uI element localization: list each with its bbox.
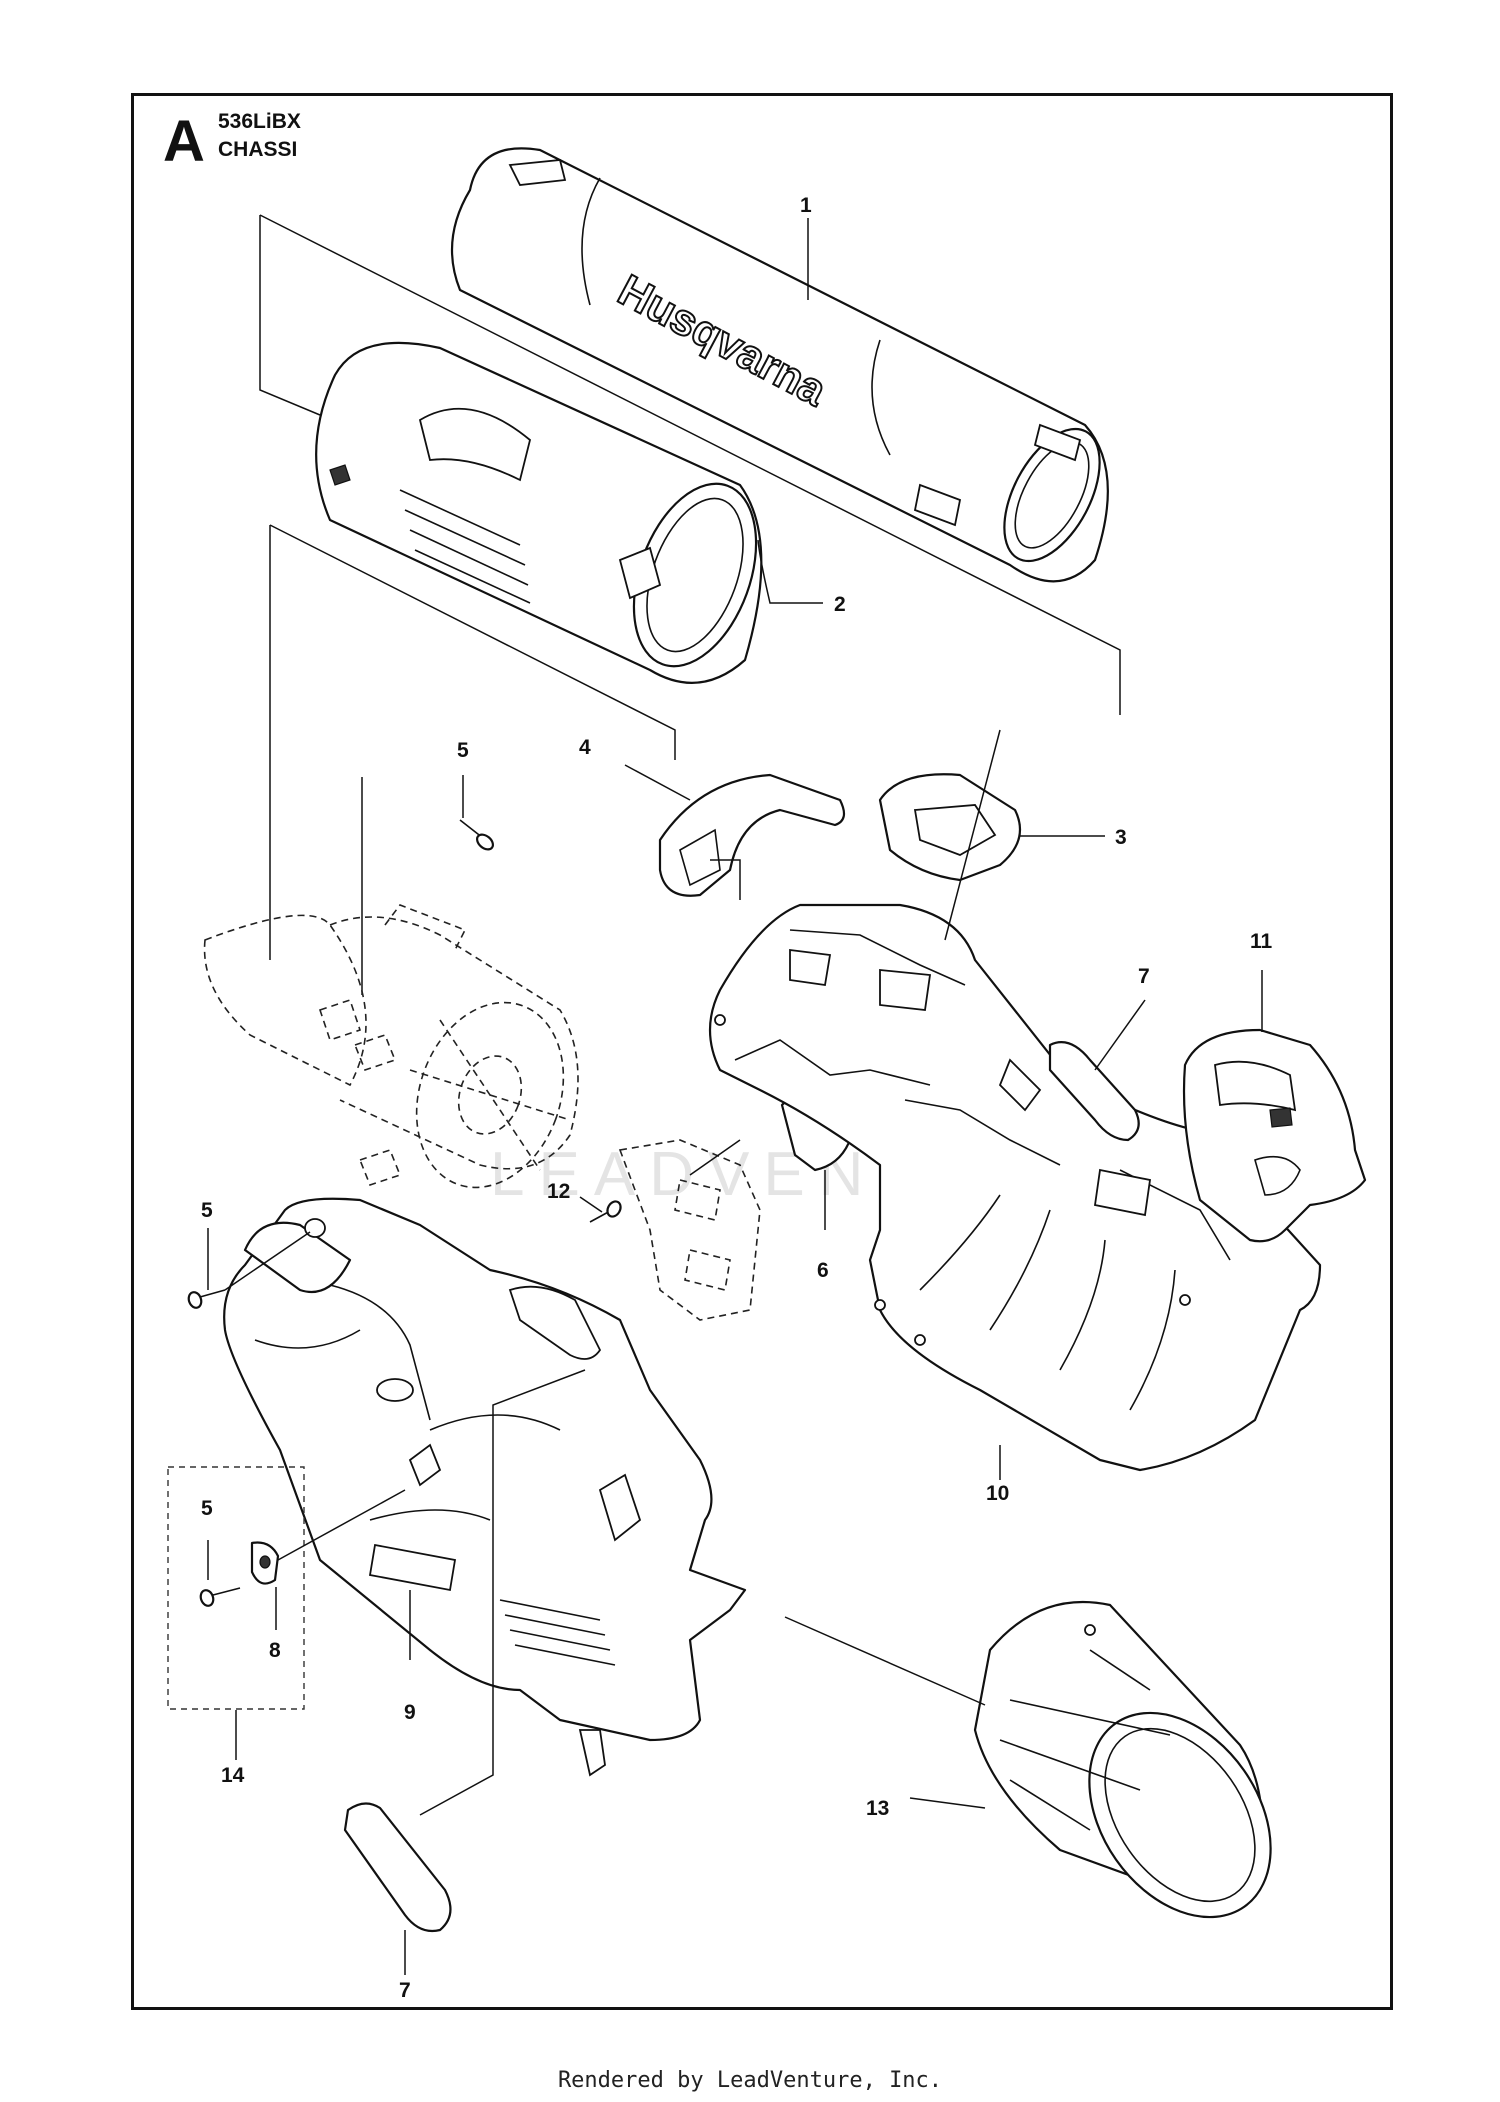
circuit-board-ghost <box>618 1139 761 1321</box>
part-7-inlay-lower[interactable] <box>343 1802 452 1933</box>
callout-12: 12 <box>547 1180 570 1203</box>
part-3-rear-grip[interactable] <box>878 773 1022 882</box>
part-12-screw[interactable] <box>589 1199 623 1223</box>
kit-14-box <box>167 1466 305 1710</box>
section-name: CHASSI <box>218 138 298 161</box>
diagram-frame <box>131 93 1393 2010</box>
callout-7-upper: 7 <box>1138 965 1150 988</box>
part-9-main-housing[interactable] <box>223 1197 747 1777</box>
footer-credit: Rendered by LeadVenture, Inc. <box>557 2068 943 2093</box>
callout-6: 6 <box>817 1259 829 1282</box>
part-4-front-grip[interactable] <box>658 773 846 900</box>
section-letter: A <box>163 109 205 174</box>
callout-8: 8 <box>269 1639 281 1662</box>
callout-4: 4 <box>579 736 591 759</box>
callout-5-left: 5 <box>201 1199 213 1222</box>
part-5-screw-top[interactable] <box>459 819 496 852</box>
part-7-inlay-upper[interactable] <box>1048 1041 1140 1142</box>
callout-10: 10 <box>986 1482 1009 1505</box>
part-1-blower-tube[interactable]: Husqvarna <box>450 147 1119 583</box>
callout-3: 3 <box>1115 826 1127 849</box>
motor-unit-ghost <box>203 904 579 1189</box>
callout-5-kit: 5 <box>201 1497 213 1520</box>
callout-5-top: 5 <box>457 739 469 762</box>
callout-11: 11 <box>1250 930 1273 953</box>
part-13-nozzle[interactable] <box>973 1600 1308 1951</box>
callout-2: 2 <box>834 593 846 616</box>
part-8-clip[interactable] <box>250 1541 280 1585</box>
part-2-tube-adaptor[interactable] <box>315 341 779 684</box>
callout-7-lower: 7 <box>399 1979 411 2002</box>
callout-9: 9 <box>404 1701 416 1724</box>
part-10-housing[interactable] <box>708 903 1322 1472</box>
part-5-screw-left[interactable] <box>187 1289 226 1310</box>
part-11-cover[interactable] <box>1182 1028 1367 1243</box>
callout-13: 13 <box>866 1797 889 1820</box>
part-5-screw-kit[interactable] <box>199 1540 241 1608</box>
callout-1: 1 <box>800 194 812 217</box>
callout-14: 14 <box>221 1764 245 1787</box>
model-name: 536LiBX <box>218 110 301 133</box>
